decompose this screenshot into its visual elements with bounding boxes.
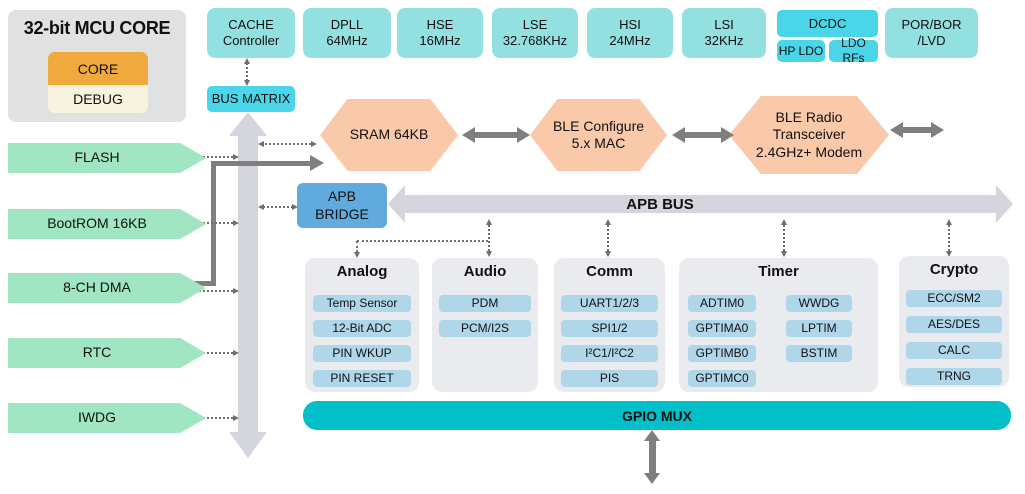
block-mcu-core: 32-bit MCU CORE CORE DEBUG [8,10,186,122]
dma-path-arrowhead [310,155,324,171]
block-lsi: LSI 32KHz [682,8,766,58]
block-bus-matrix: BUS MATRIX [207,86,295,112]
item-calc: CALC [906,342,1002,359]
block-hp-ldo: HP LDO [777,40,825,62]
apb-bus-arrowhead-right [996,185,1013,223]
item-pis: PIS [561,370,658,387]
item-gptimb0: GPTIMB0 [688,345,756,362]
block-lse: LSE 32.768KHz [492,8,578,58]
block-debug: DEBUG [48,85,148,113]
group-crypto: Crypto ECC/SM2 AES/DES CALC TRNG [899,256,1009,387]
item-lptim: LPTIM [786,320,852,337]
block-cache-controller: CACHE Controller [207,8,295,58]
link-apb-crypto [946,219,952,257]
block-iwdg: IWDG [8,403,206,433]
link-cache-busmatrix [244,58,250,86]
gpio-external-arrow [644,430,660,484]
apb-bus-bar [405,195,996,213]
item-pin-reset: PIN RESET [313,370,411,387]
item-pdm: PDM [439,295,531,312]
item-pcm-i2s: PCM/I2S [439,320,531,337]
block-hse: HSE 16MHz [397,8,483,58]
block-core: CORE [48,52,148,85]
item-adc: 12-Bit ADC [313,320,411,337]
block-dcdc: DCDC [777,10,878,37]
item-aes-des: AES/DES [906,316,1002,333]
group-analog: Analog Temp Sensor 12-Bit ADC PIN WKUP P… [305,258,419,392]
block-ldo-rfs: LDO RFs [829,36,878,65]
block-hsi: HSI 24MHz [587,8,673,58]
block-por-bor-lvd: POR/BOR /LVD [885,8,978,58]
ahb-bus-vertical-bar [238,134,258,433]
item-ecc-sm2: ECC/SM2 [906,290,1002,307]
hex-ble-mac: BLE Configure 5.x MAC [530,99,667,171]
apb-bus-arrowhead-left [388,185,405,223]
gpio-mux-bar: GPIO MUX [303,401,1011,430]
item-gptima0: GPTIMA0 [688,320,756,337]
dma-path-segment [211,161,310,166]
group-timer: Timer ADTIM0 GPTIMA0 GPTIMB0 GPTIMC0 WWD… [679,258,878,392]
block-flash: FLASH [8,143,206,173]
block-dpll: DPLL 64MHz [303,8,391,58]
group-comm-title: Comm [586,263,633,280]
item-temp-sensor: Temp Sensor [313,295,411,312]
hex-sram: SRAM 64KB [320,99,458,171]
link-apb-analog-branch [357,240,488,242]
block-rtc: RTC [8,338,206,368]
block-dma: 8-CH DMA [8,273,206,303]
group-audio: Audio PDM PCM/I2S [432,258,538,392]
link-apb-audio [486,219,492,257]
hex-ble-radio: BLE Radio Transceiver 2.4GHz+ Modem [729,96,889,174]
item-uart: UART1/2/3 [561,295,658,312]
link-apb-analog-drop [354,241,360,258]
arrow-mac-radio [672,127,734,143]
group-crypto-title: Crypto [929,261,979,278]
group-analog-title: Analog [336,263,388,280]
item-wwdg: WWDG [786,295,852,312]
block-bootrom: BootROM 16KB [8,209,206,239]
group-comm: Comm UART1/2/3 SPI1/2 I²C1/I²C2 PIS [554,258,665,392]
apb-bus-label: APB BUS [626,196,694,213]
ahb-bus-arrowhead-up [229,112,267,136]
item-bstim: BSTIM [786,345,852,362]
link-bus-apb-bridge [258,204,298,210]
dma-path-segment [186,281,216,286]
item-trng: TRNG [906,368,1002,385]
item-pin-wkup: PIN WKUP [313,345,411,362]
group-audio-title: Audio [463,263,507,280]
group-timer-title: Timer [758,263,799,280]
link-apb-comm [605,219,611,257]
item-i2c: I²C1/I²C2 [561,345,658,362]
ahb-bus-arrowhead-down [229,432,267,458]
mcu-core-title: 32-bit MCU CORE [23,18,171,38]
arrow-sram-mac [462,127,530,143]
item-spi: SPI1/2 [561,320,658,337]
item-gptimc0: GPTIMC0 [688,370,756,387]
block-apb-bridge: APB BRIDGE [297,183,387,228]
arrow-radio-rf [890,122,944,138]
link-apb-timer [781,219,787,257]
item-adtim0: ADTIM0 [688,295,756,312]
link-bus-sram [258,141,317,147]
